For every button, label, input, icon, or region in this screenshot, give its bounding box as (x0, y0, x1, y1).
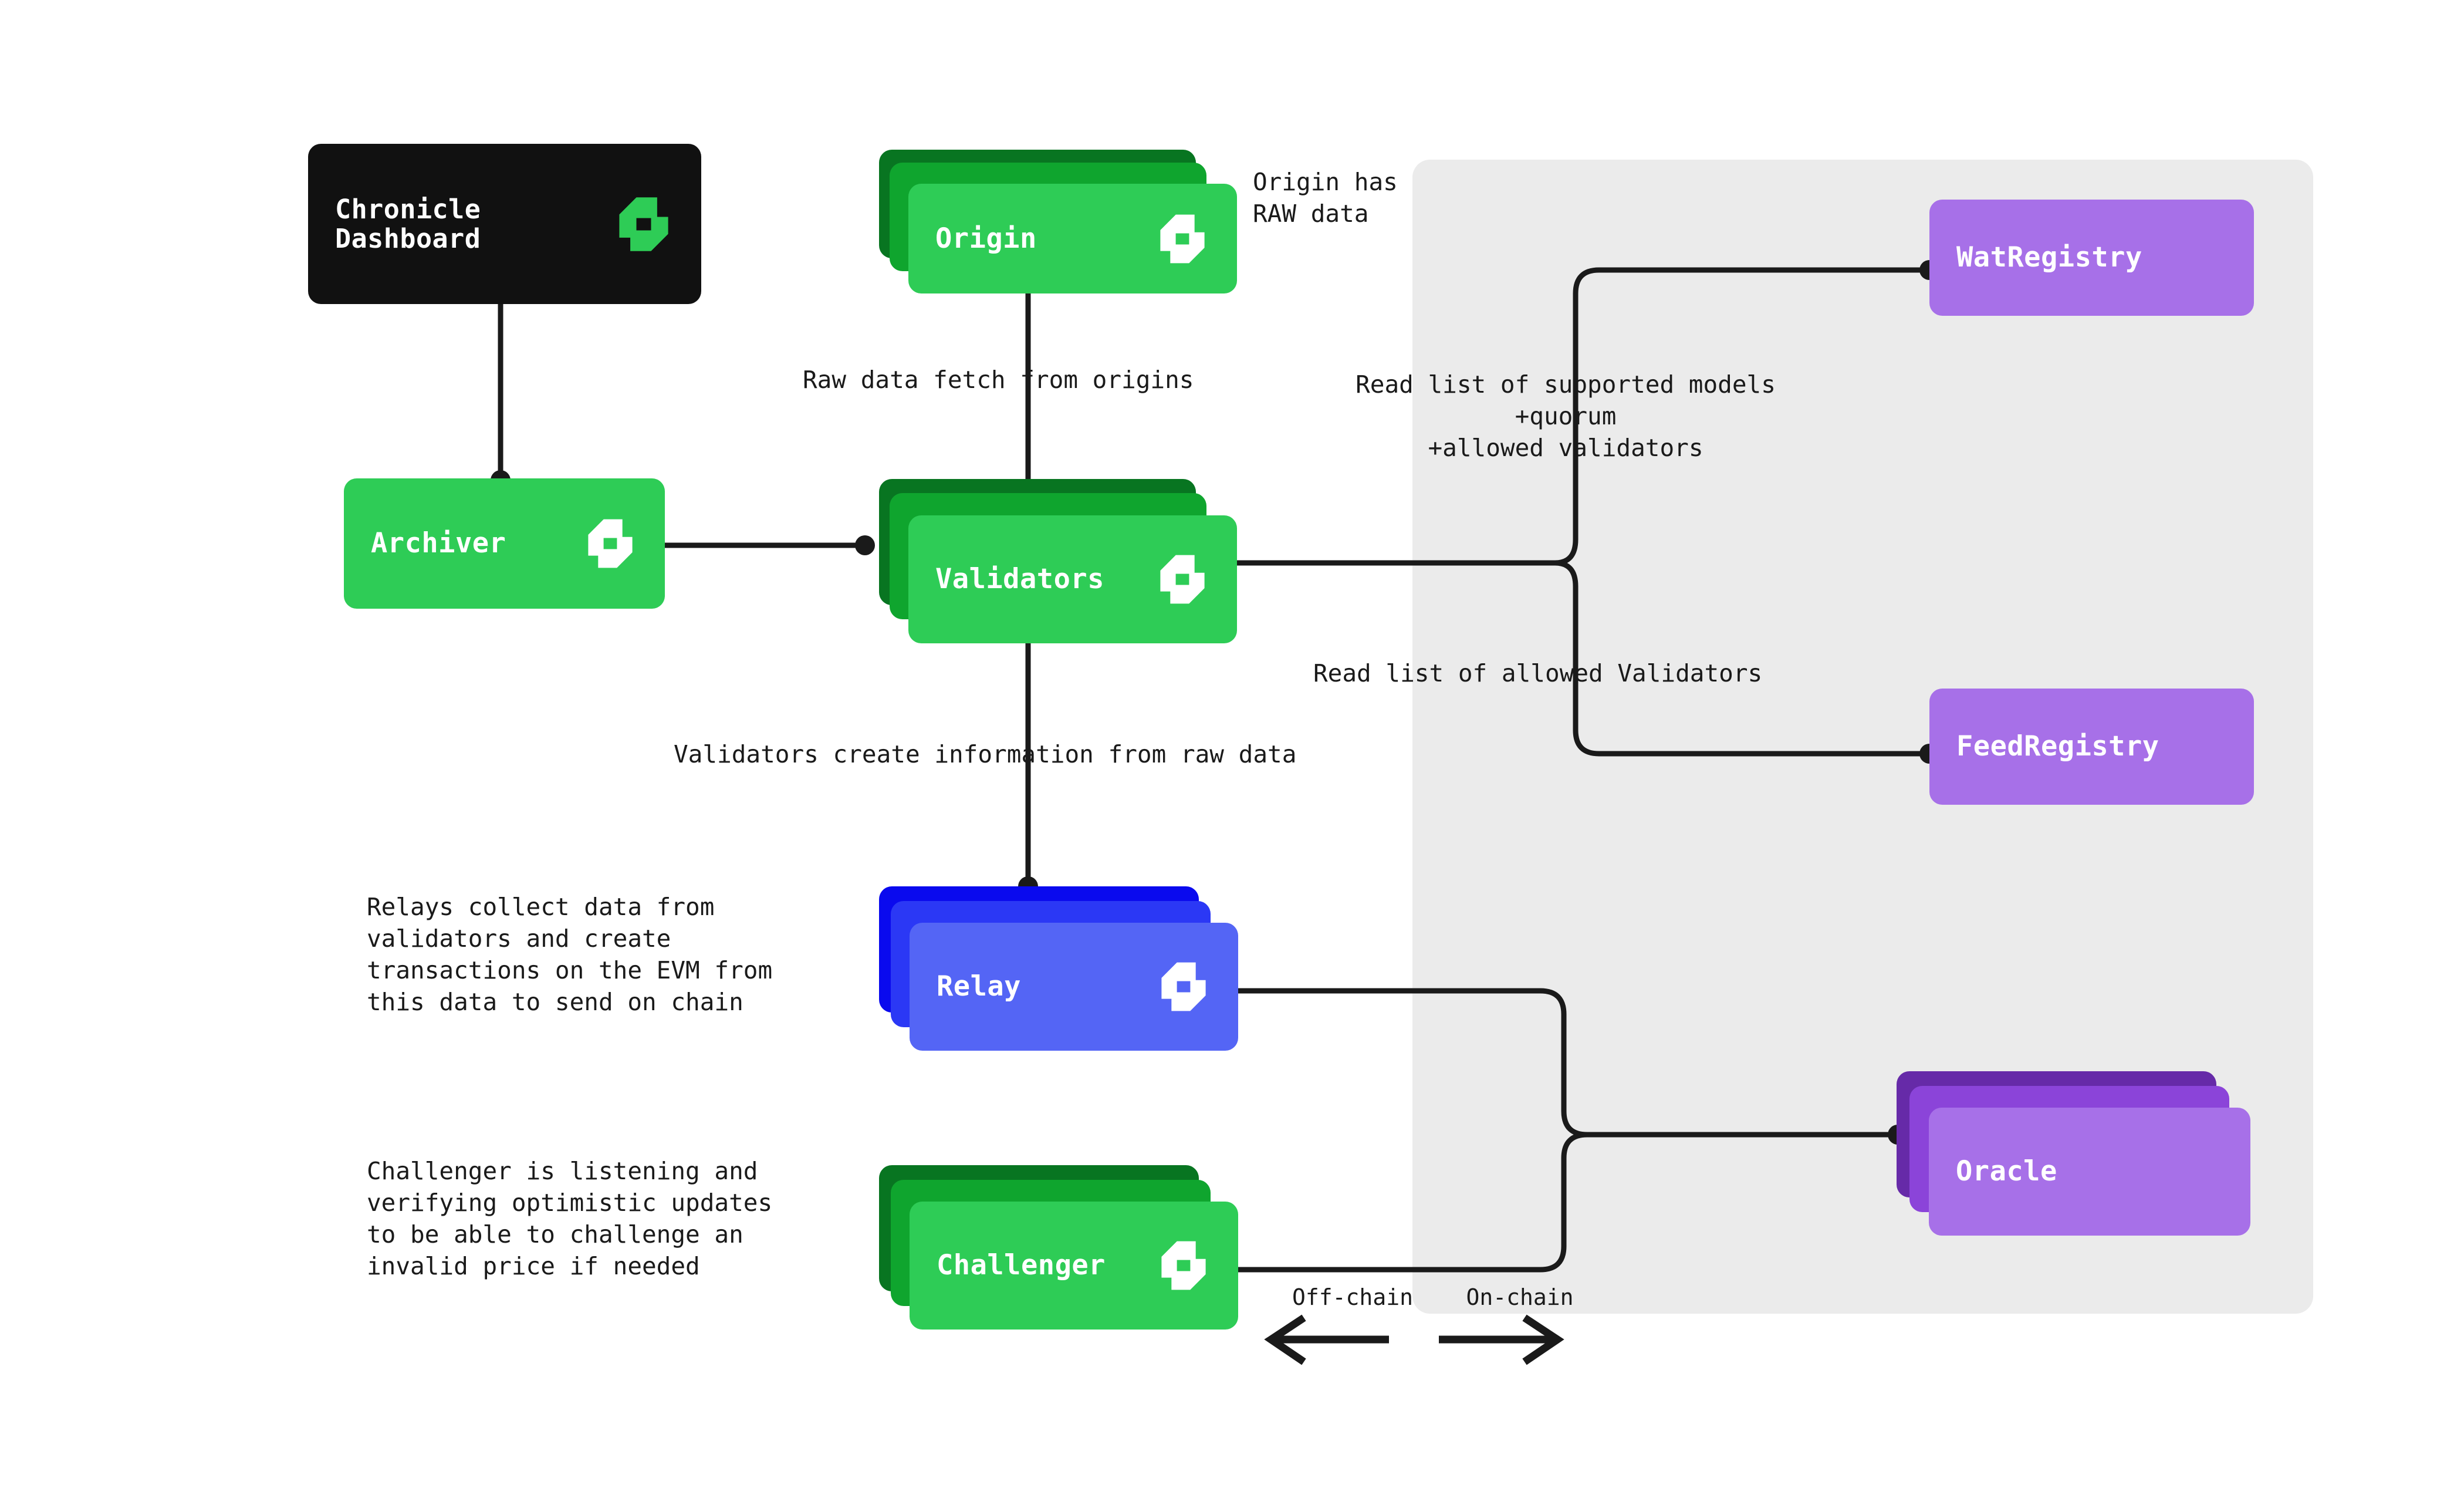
node-oracle[interactable]: Oracle (1897, 1071, 2260, 1236)
chronicle-logo-icon (1156, 1238, 1211, 1293)
wat-registry-card[interactable]: WatRegistry (1929, 200, 2254, 316)
validators-label: Validators (935, 563, 1104, 596)
label-off-chain: Off-chain (1292, 1284, 1413, 1310)
chronicle-logo-icon (1155, 552, 1210, 607)
feed-registry-card[interactable]: FeedRegistry (1929, 689, 2254, 805)
dashboard-card[interactable]: Chronicle Dashboard (308, 144, 701, 304)
node-wat-registry[interactable]: WatRegistry (1929, 200, 2254, 316)
node-archiver[interactable]: Archiver (344, 478, 665, 609)
annotation-supported-models: Read list of supported models +quorum +a… (1356, 370, 1776, 463)
oracle-label: Oracle (1956, 1155, 2057, 1188)
node-validators[interactable]: Validators (879, 479, 1237, 643)
annotation-challenger-description: Challenger is listening and verifying op… (367, 1157, 773, 1281)
origin-card[interactable]: Origin (908, 184, 1237, 293)
annotation-origin-raw-data: Origin has RAW data (1253, 168, 1398, 228)
annotation-relay-description: Relays collect data from validators and … (367, 893, 773, 1017)
origin-label: Origin (935, 222, 1037, 255)
node-relay[interactable]: Relay (879, 886, 1238, 1051)
chronicle-logo-icon (1155, 211, 1210, 266)
archiver-label: Archiver (371, 527, 506, 560)
relay-label: Relay (937, 970, 1021, 1003)
off-chain-arrow (1264, 1314, 1389, 1365)
validators-card[interactable]: Validators (908, 515, 1237, 643)
chronicle-logo-icon (583, 516, 638, 571)
oracle-card[interactable]: Oracle (1929, 1108, 2250, 1236)
label-on-chain: On-chain (1466, 1284, 1574, 1310)
feed-registry-label: FeedRegistry (1956, 730, 2159, 763)
node-feed-registry[interactable]: FeedRegistry (1929, 689, 2254, 805)
challenger-label: Challenger (937, 1249, 1106, 1282)
challenger-card[interactable]: Challenger (910, 1202, 1238, 1330)
annotation-allowed-validators: Read list of allowed Validators (1313, 659, 1763, 687)
chronicle-logo-icon (1156, 959, 1211, 1014)
node-origin[interactable]: Origin (879, 150, 1237, 293)
wat-registry-label: WatRegistry (1956, 241, 2142, 274)
relay-card[interactable]: Relay (910, 923, 1238, 1051)
chronicle-logo-icon (613, 194, 674, 255)
annotation-raw-data-fetch: Raw data fetch from origins (803, 366, 1194, 394)
dashboard-label: Chronicle Dashboard (335, 194, 481, 254)
node-dashboard[interactable]: Chronicle Dashboard (308, 144, 701, 304)
archiver-card[interactable]: Archiver (344, 478, 665, 609)
edge-dot-validators-left (855, 535, 875, 555)
node-challenger[interactable]: Challenger (879, 1165, 1238, 1330)
on-chain-arrow (1439, 1314, 1564, 1365)
annotation-validators-create: Validators create information from raw d… (674, 740, 1297, 768)
